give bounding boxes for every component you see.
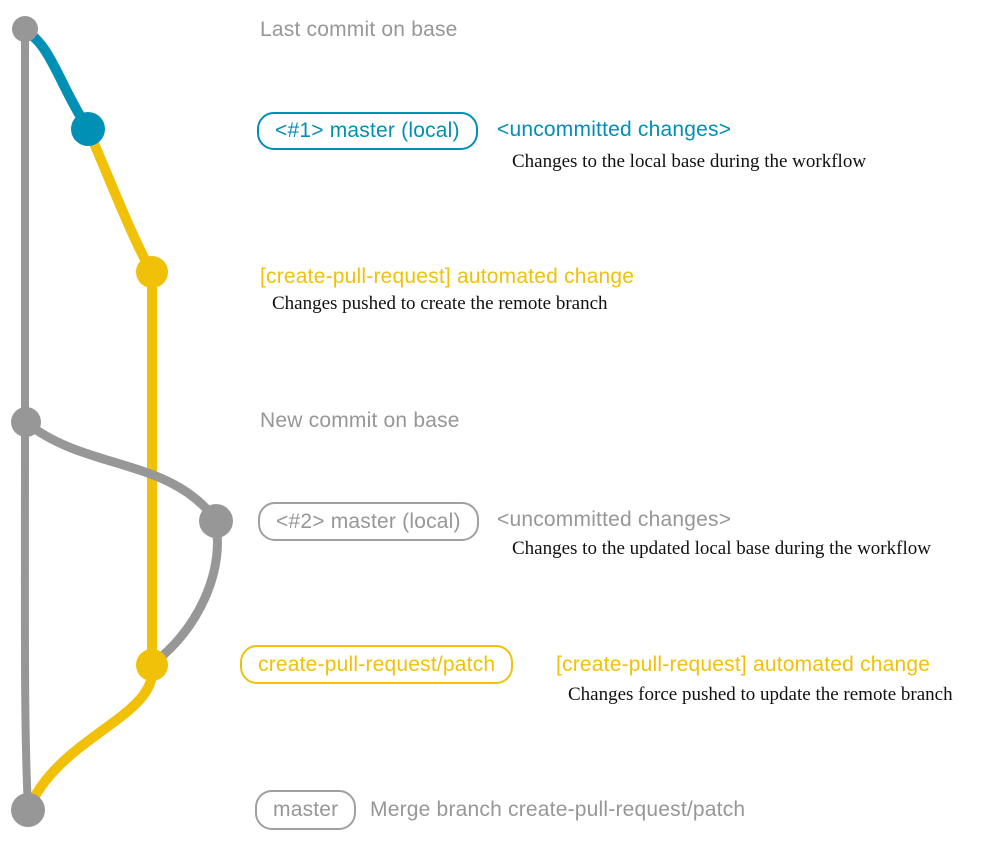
message-merge: Merge branch create-pull-request/patch <box>370 798 746 821</box>
commit-node-patch-2 <box>136 649 168 681</box>
branch-badge-master-local-1: <#1> master (local) <box>257 112 478 150</box>
commit-node-local-2 <box>199 504 233 538</box>
branch-badge-master-local-2: <#2> master (local) <box>258 502 479 541</box>
commit-node-local-1 <box>71 112 105 146</box>
message-automated-2: [create-pull-request] automated change <box>556 653 931 676</box>
label-last-commit: Last commit on base <box>260 18 458 41</box>
detail-uncommitted-1: Changes to the local base during the wor… <box>512 151 867 172</box>
branch-badge-master: master <box>255 790 357 830</box>
commit-graph <box>11 16 233 827</box>
commit-node-last-base <box>12 16 38 42</box>
local-to-patch-line <box>149 518 222 668</box>
message-automated-1: [create-pull-request] automated change <box>260 265 635 288</box>
patch-branch-merge-line <box>24 661 158 813</box>
message-uncommitted-1: <uncommitted changes> <box>497 118 732 141</box>
detail-uncommitted-2: Changes to the updated local base during… <box>512 538 931 559</box>
detail-automated-2: Changes force pushed to update the remot… <box>568 684 953 705</box>
commit-node-patch-1 <box>136 256 168 288</box>
patch-branch-line-out <box>83 125 156 276</box>
detail-automated-1: Changes pushed to create the remote bran… <box>272 293 608 314</box>
branch-badge-patch: create-pull-request/patch <box>240 645 514 684</box>
local-branch-line-1 <box>20 26 92 132</box>
master-branch-line-bottom <box>20 419 32 812</box>
commit-node-new-base <box>11 407 41 437</box>
label-new-commit: New commit on base <box>260 409 460 432</box>
local-branch-line-2 <box>22 418 220 524</box>
message-uncommitted-2: <uncommitted changes> <box>497 508 732 531</box>
commit-node-merge <box>11 793 45 827</box>
